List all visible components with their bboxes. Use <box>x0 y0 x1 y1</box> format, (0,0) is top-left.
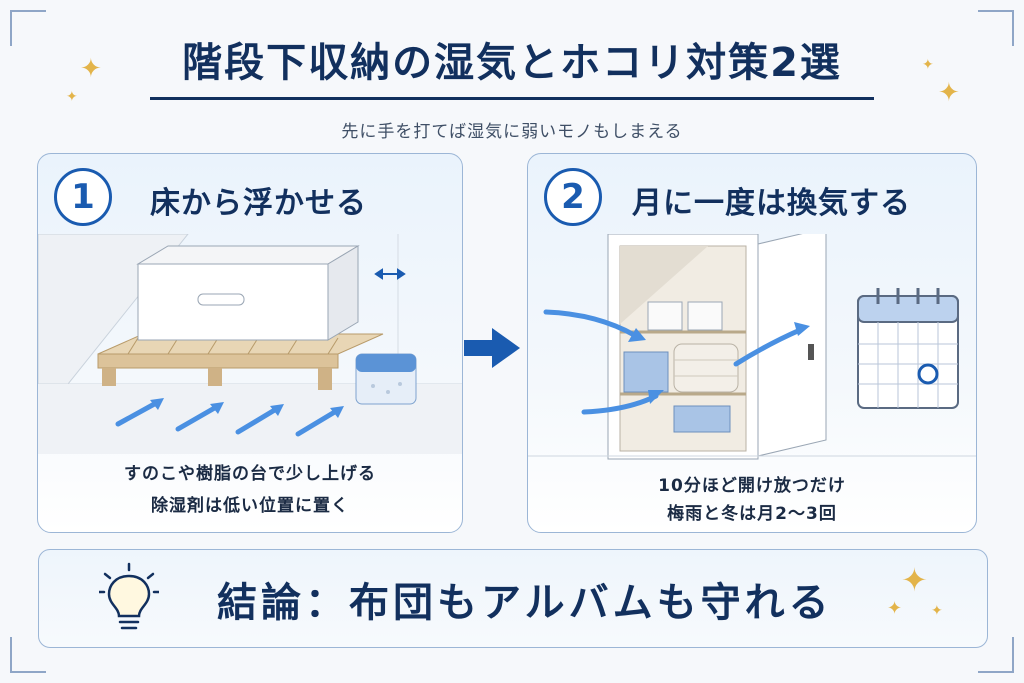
tip-card-raise-off-floor: 1 床から浮かせる <box>37 153 463 533</box>
frame-corner-top-left <box>10 10 46 46</box>
card-heading: 月に一度は換気する <box>632 186 911 221</box>
sparkle-icon: ✦ <box>922 57 934 73</box>
frame-corner-bottom-right <box>978 637 1014 673</box>
right-arrow-icon <box>464 328 520 368</box>
card-heading: 床から浮かせる <box>150 186 367 221</box>
storage-box-icon <box>136 245 360 341</box>
dehumidifier-icon <box>355 353 417 405</box>
card-caption-line: すのこや樹脂の台で少し上げる <box>124 464 376 484</box>
step-number-badge: 2 <box>544 168 602 226</box>
card-caption-line: 10分ほど開け放つだけ <box>658 476 846 496</box>
sparkle-icon: ✦ <box>938 78 960 108</box>
page-subtitle: 先に手を打てば湿気に弱いモノもしまえる <box>341 122 683 142</box>
sparkle-icon: ✦ <box>887 598 903 619</box>
card-caption-line: 除湿剤は低い位置に置く <box>151 496 349 516</box>
airflow-arrow-icon <box>115 399 341 437</box>
open-closet-icon <box>528 234 976 460</box>
sparkle-icon: ✦ <box>901 561 928 599</box>
page-title: 階段下収納の湿気とホコリ対策2選 <box>182 40 842 86</box>
title-underline <box>150 97 874 100</box>
ventilated-closet-illustration <box>528 234 976 460</box>
sparkle-icon: ✦ <box>80 54 102 84</box>
frame-corner-bottom-left <box>10 637 46 673</box>
slatted-pallet-icon <box>97 333 384 390</box>
raised-storage-illustration <box>38 234 462 454</box>
card-caption-line: 梅雨と冬は月2〜3回 <box>667 504 837 524</box>
calendar-icon <box>857 288 959 409</box>
light-bulb-icon <box>99 562 159 630</box>
frame-corner-top-right <box>978 10 1014 46</box>
conclusion-text: 結論：布団もアルバムも守れる <box>217 580 833 626</box>
sparkle-icon: ✦ <box>66 89 78 105</box>
sparkle-icon: ✦ <box>931 603 943 619</box>
tip-card-ventilate-monthly: 2 月に一度は換気する <box>527 153 977 533</box>
conclusion-banner: 結論：布団もアルバムも守れる ✦ ✦ ✦ <box>38 549 988 648</box>
step-number-badge: 1 <box>54 168 112 226</box>
